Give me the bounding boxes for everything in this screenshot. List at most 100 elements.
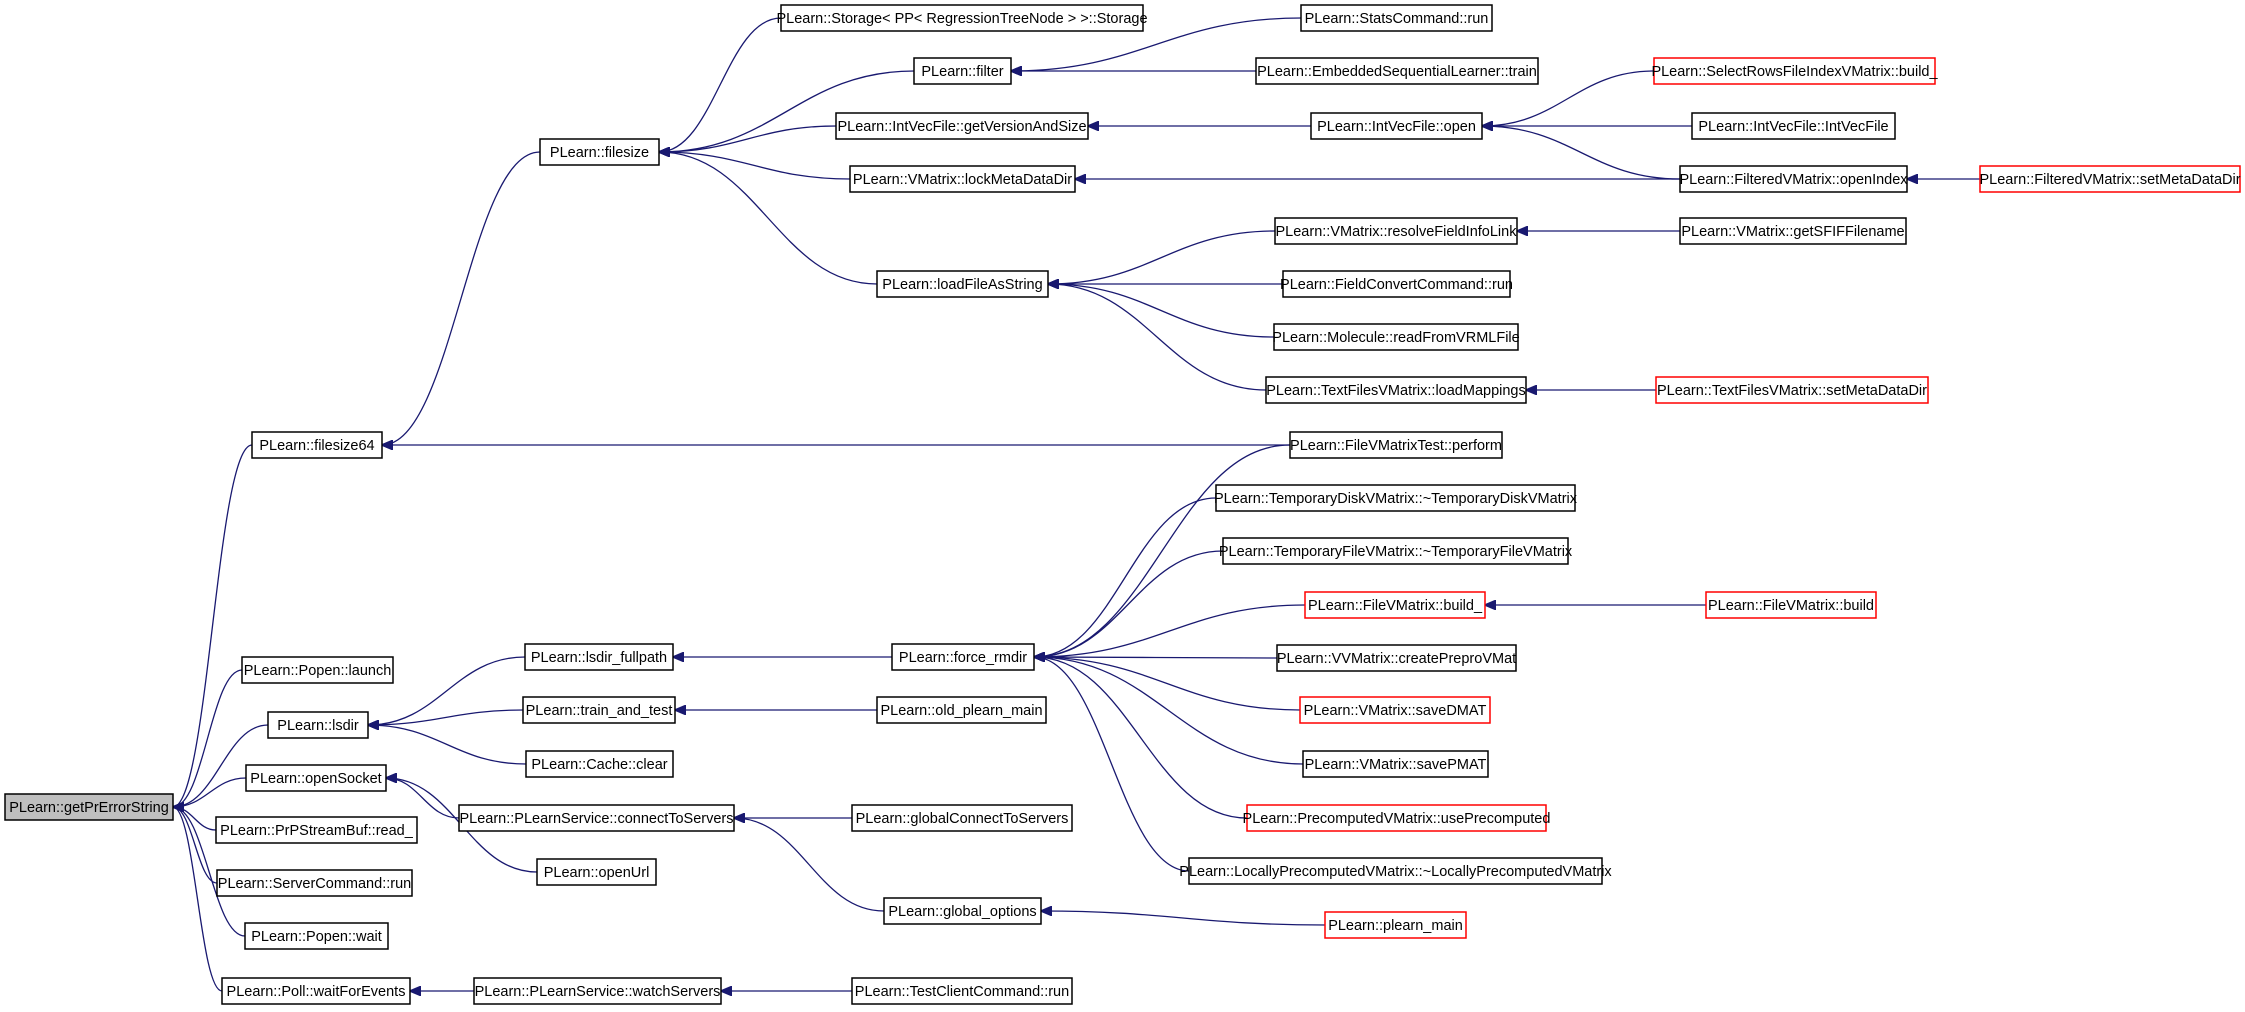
node-label: PLearn::TestClientCommand::run xyxy=(855,984,1069,1000)
node-lsdir[interactable]: PLearn::lsdir xyxy=(267,711,369,739)
node-loadMappings[interactable]: PLearn::TextFilesVMatrix::loadMappings xyxy=(1265,376,1527,404)
node-connectToServers[interactable]: PLearn::PLearnService::connectToServers xyxy=(458,804,735,832)
node-box xyxy=(522,696,676,724)
node-FileVMatrixTest_perform[interactable]: PLearn::FileVMatrixTest::perform xyxy=(1289,431,1503,459)
node-label: PLearn::openUrl xyxy=(544,865,650,881)
node-label: PLearn::VMatrix::lockMetaDataDir xyxy=(853,172,1072,188)
node-watchServers[interactable]: PLearn::PLearnService::watchServers xyxy=(473,977,722,1005)
edge-Storage-to-filesize xyxy=(659,17,782,152)
node-StatsCommand_run[interactable]: PLearn::StatsCommand::run xyxy=(1300,4,1493,32)
node-train_and_test[interactable]: PLearn::train_and_test xyxy=(522,696,676,724)
node-box xyxy=(1222,537,1569,565)
node-box xyxy=(251,431,383,459)
node-PrPStreamBuf_read[interactable]: PLearn::PrPStreamBuf::read_ xyxy=(215,816,418,844)
node-label: PLearn::FileVMatrix::build xyxy=(1708,598,1874,614)
node-filesize[interactable]: PLearn::filesize xyxy=(539,138,660,166)
node-getVersionAndSize[interactable]: PLearn::IntVecFile::getVersionAndSize xyxy=(835,112,1089,140)
node-saveDMAT[interactable]: PLearn::VMatrix::saveDMAT xyxy=(1299,696,1491,724)
node-getSFIFFilename[interactable]: PLearn::VMatrix::getSFIFFilename xyxy=(1679,217,1907,245)
node-lsdir_fullpath[interactable]: PLearn::lsdir_fullpath xyxy=(524,643,674,671)
node-openUrl[interactable]: PLearn::openUrl xyxy=(536,858,657,886)
node-Popen_wait[interactable]: PLearn::Popen::wait xyxy=(244,922,389,950)
node-TemporaryDiskVMatrix[interactable]: PLearn::TemporaryDiskVMatrix::~Temporary… xyxy=(1214,484,1578,512)
node-Storage[interactable]: PLearn::Storage< PP< RegressionTreeNode … xyxy=(776,4,1148,32)
node-box xyxy=(1324,911,1467,939)
node-label: PLearn::IntVecFile::getVersionAndSize xyxy=(837,119,1086,135)
node-force_rmdir[interactable]: PLearn::force_rmdir xyxy=(891,643,1035,671)
node-ServerCommand_run[interactable]: PLearn::ServerCommand::run xyxy=(216,869,413,897)
node-TextFilesVMatrix_setMetaDataDir[interactable]: PLearn::TextFilesVMatrix::setMetaDataDir xyxy=(1655,376,1929,404)
node-resolveFieldInfoLink[interactable]: PLearn::VMatrix::resolveFieldInfoLink xyxy=(1274,217,1518,245)
node-readFromVRMLFile[interactable]: PLearn::Molecule::readFromVRMLFile xyxy=(1272,323,1520,351)
node-label: PLearn::FilteredVMatrix::openIndex xyxy=(1679,172,1908,188)
edge-TemporaryFileVMatrix-to-force_rmdir xyxy=(1034,550,1224,657)
node-LocallyPrecomputedVMatrix[interactable]: PLearn::LocallyPrecomputedVMatrix::~Loca… xyxy=(1179,857,1612,885)
edge-filter-to-filesize xyxy=(659,70,915,152)
edge-layer xyxy=(173,17,1980,992)
node-lockMetaDataDir[interactable]: PLearn::VMatrix::lockMetaDataDir xyxy=(849,165,1076,193)
node-FileVMatrix_build[interactable]: PLearn::FileVMatrix::build xyxy=(1705,591,1877,619)
node-savePMAT[interactable]: PLearn::VMatrix::savePMAT xyxy=(1302,750,1489,778)
node-label: PLearn::VMatrix::resolveFieldInfoLink xyxy=(1276,224,1518,240)
edge-LocallyPrecomputedVMatrix-to-force_rmdir xyxy=(1034,657,1190,872)
edge-FilteredVMatrix_openIndex-to-IntVecFile_open xyxy=(1482,126,1681,180)
node-globalConnectToServers[interactable]: PLearn::globalConnectToServers xyxy=(851,804,1073,832)
node-box xyxy=(1215,484,1576,512)
node-FieldConvertCommand_run[interactable]: PLearn::FieldConvertCommand::run xyxy=(1280,270,1513,298)
node-label: PLearn::IntVecFile::open xyxy=(1317,119,1476,135)
node-layer: PLearn::getPrErrorString PLearn::filesize… xyxy=(4,4,2241,1005)
node-label: PLearn::filesize xyxy=(550,145,649,161)
node-box xyxy=(1691,112,1896,140)
node-label: PLearn::loadFileAsString xyxy=(882,277,1042,293)
node-box xyxy=(1653,57,1936,85)
node-box xyxy=(1304,591,1486,619)
node-loadFileAsString[interactable]: PLearn::loadFileAsString xyxy=(876,270,1049,298)
node-box xyxy=(215,816,418,844)
node-label: PLearn::Molecule::readFromVRMLFile xyxy=(1272,330,1519,346)
node-label: PLearn::plearn_main xyxy=(1328,918,1463,934)
node-label: PLearn::FileVMatrix::build_ xyxy=(1308,598,1483,614)
node-EmbeddedSequentialLearner_train[interactable]: PLearn::EmbeddedSequentialLearner::train xyxy=(1255,57,1539,85)
node-openSocket[interactable]: PLearn::openSocket xyxy=(245,764,387,792)
node-label: PLearn::Popen::launch xyxy=(244,663,392,679)
node-label: PLearn::StatsCommand::run xyxy=(1305,11,1489,27)
edge-createPreproVMat-to-force_rmdir xyxy=(1034,657,1278,658)
node-FilteredVMatrix_setMetaDataDir[interactable]: PLearn::FilteredVMatrix::setMetaDataDir xyxy=(1979,165,2241,193)
node-box xyxy=(216,869,413,897)
edge-Popen_launch-to-getPrErrorString xyxy=(173,669,243,807)
node-SelectRowsFileIndexVMatrix_build_[interactable]: PLearn::SelectRowsFileIndexVMatrix::buil… xyxy=(1651,57,1938,85)
node-Cache_clear[interactable]: PLearn::Cache::clear xyxy=(525,750,674,778)
node-plearn_main[interactable]: PLearn::plearn_main xyxy=(1324,911,1467,939)
node-global_options[interactable]: PLearn::global_options xyxy=(883,897,1042,925)
node-label: PLearn::LocallyPrecomputedVMatrix::~Loca… xyxy=(1179,864,1612,880)
edge-Poll_waitForEvents-to-getPrErrorString xyxy=(173,807,223,992)
node-TemporaryFileVMatrix[interactable]: PLearn::TemporaryFileVMatrix::~Temporary… xyxy=(1219,537,1573,565)
node-Popen_launch[interactable]: PLearn::Popen::launch xyxy=(241,656,394,684)
node-label: PLearn::FieldConvertCommand::run xyxy=(1280,277,1513,293)
node-usePrecomputed[interactable]: PLearn::PrecomputedVMatrix::usePrecomput… xyxy=(1243,804,1551,832)
edge-loadFileAsString-to-filesize xyxy=(659,152,878,285)
node-IntVecFile_open[interactable]: PLearn::IntVecFile::open xyxy=(1310,112,1483,140)
node-label: PLearn::TextFilesVMatrix::loadMappings xyxy=(1266,383,1526,399)
node-box xyxy=(1274,217,1518,245)
node-label: PLearn::IntVecFile::IntVecFile xyxy=(1698,119,1888,135)
node-old_plearn_main[interactable]: PLearn::old_plearn_main xyxy=(876,696,1047,724)
node-box xyxy=(267,711,369,739)
edge-saveDMAT-to-force_rmdir xyxy=(1034,657,1301,711)
node-label: PLearn::PLearnService::watchServers xyxy=(475,984,721,1000)
node-label: PLearn::FilteredVMatrix::setMetaDataDir xyxy=(1979,172,2240,188)
node-label: PLearn::Popen::wait xyxy=(251,929,382,945)
edge-lsdir-to-getPrErrorString xyxy=(173,724,269,807)
node-Poll_waitForEvents[interactable]: PLearn::Poll::waitForEvents xyxy=(221,977,411,1005)
node-TestClientCommand_run[interactable]: PLearn::TestClientCommand::run xyxy=(851,977,1073,1005)
node-FilteredVMatrix_openIndex[interactable]: PLearn::FilteredVMatrix::openIndex xyxy=(1679,165,1908,193)
node-IntVecFile_IntVecFile[interactable]: PLearn::IntVecFile::IntVecFile xyxy=(1691,112,1896,140)
node-box xyxy=(1979,165,2241,193)
edge-savePMAT-to-force_rmdir xyxy=(1034,657,1304,765)
node-FileVMatrix_build_[interactable]: PLearn::FileVMatrix::build_ xyxy=(1304,591,1486,619)
node-box xyxy=(1188,857,1603,885)
node-createPreproVMat[interactable]: PLearn::VVMatrix::createPreproVMat xyxy=(1276,644,1517,672)
node-filesize64[interactable]: PLearn::filesize64 xyxy=(251,431,383,459)
node-getPrErrorString[interactable]: PLearn::getPrErrorString xyxy=(4,793,174,821)
node-filter[interactable]: PLearn::filter xyxy=(913,57,1012,85)
